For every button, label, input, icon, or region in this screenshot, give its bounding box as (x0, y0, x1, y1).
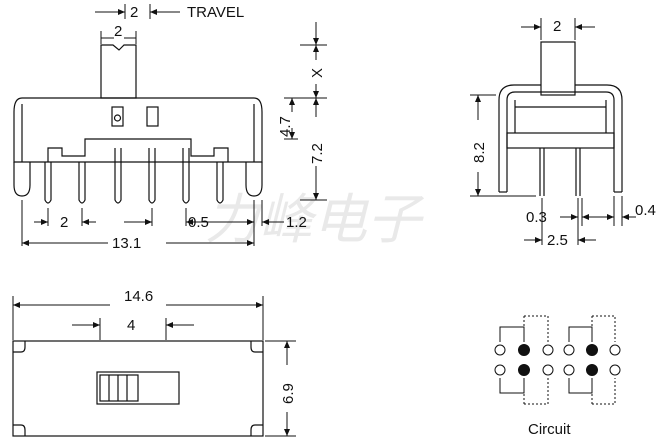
pin-pitch-label: 2 (60, 214, 68, 231)
end-actuator-width-label: 2 (553, 18, 561, 35)
watermark-text: 力峰电子 (205, 190, 425, 250)
end-height-label: 8.2 (471, 142, 488, 163)
overall-height-label: 7.2 (309, 143, 326, 164)
end-lug-label: 1.2 (286, 214, 307, 231)
actuator-width-label: 2 (114, 23, 122, 40)
lug-thickness-label: 0.4 (635, 202, 656, 219)
circuit-label: Circuit (528, 421, 571, 438)
actuator-height-label: X (309, 68, 326, 78)
pin-spacing-label: 0.5 (188, 214, 209, 231)
pin-row-spacing-label: 2.5 (547, 232, 568, 249)
circuit-diagram (494, 315, 621, 405)
end-view (470, 18, 636, 245)
top-length-label: 14.6 (124, 288, 153, 305)
body-height-label: 4.7 (277, 116, 294, 137)
travel-value: 2 (130, 4, 138, 21)
top-view (12, 296, 296, 437)
top-width-label: 6.9 (280, 383, 297, 404)
slot-width-label: 4 (127, 317, 135, 334)
side-view (13, 4, 327, 246)
pin-thickness-label: 0.3 (526, 209, 547, 226)
travel-label: TRAVEL (187, 4, 244, 21)
overall-length-label: 13.1 (112, 235, 141, 252)
